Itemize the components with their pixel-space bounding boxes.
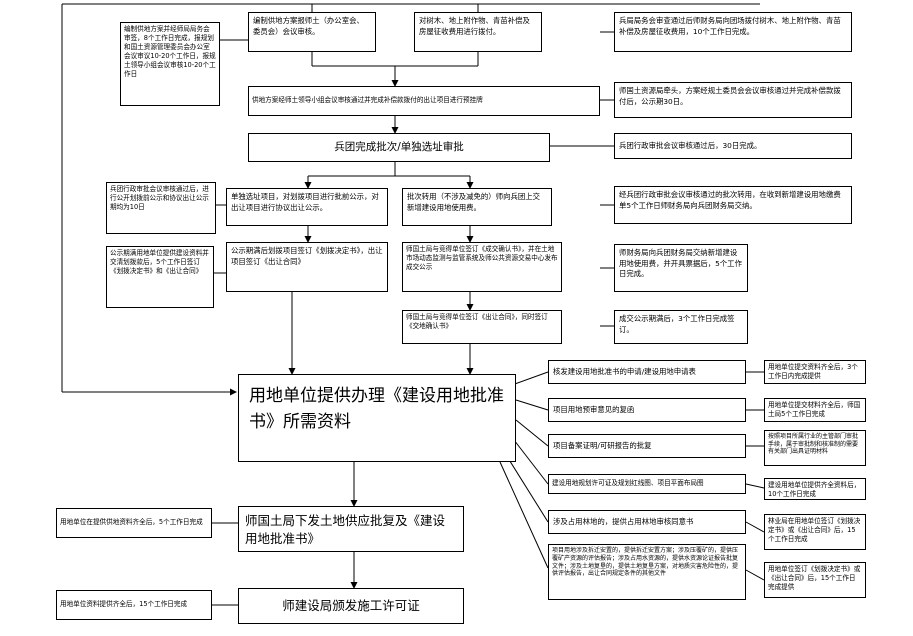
fee-note: 经兵团行政审批会议审核通过的批次转用，在收到新增建设用地缴费单5个工作日师财务局… <box>614 186 852 224</box>
signed-decision-box: 公示期满后划拨项目签订《划拨决定书》，出让项目签订《出让合同》 <box>226 242 388 292</box>
result-note-6: 用地单位签订《划拨决定书》或《出让合同》后，15个工作日完成提供 <box>764 562 866 598</box>
approval-box: 兵团完成批次/单独选址审批 <box>248 133 550 162</box>
sign-note: 公示期满用地单位提供建设资料并交清划拨款后，5个工作日签订《划拨决定书》和《出让… <box>106 246 214 308</box>
sign-contract-box: 师国土局与竞得单位签订《出让合同》，同时签订《交地确认书》 <box>402 310 562 344</box>
permit-note: 用地单位资料提供齐全后，15个工作日完成 <box>56 590 212 620</box>
material-item-1: 核发建设用地批准书的申请/建设用地申请表 <box>548 360 746 384</box>
result-note-2: 用地单位提交材料齐全后，师国土局5个工作日完成 <box>764 398 866 422</box>
approval-note: 兵团行政审批会议审核通过后，30日完成。 <box>614 133 852 159</box>
material-item-3: 项目备案证明/可研报告的批复 <box>548 434 746 458</box>
single-site-box: 单独选址项目，对划拨项目进行批前公示，对出让项目进行协议出让公示。 <box>226 188 388 226</box>
compensation-box: 对树木、地上附作物、青苗补偿及房屋征收费用进行拨付。 <box>414 12 542 52</box>
material-item-6: 项目用地涉及拆迁安置的，提供拆迁安置方案；涉及压覆矿的，提供压覆矿产资源的评估报… <box>548 544 746 600</box>
compensation-note: 兵局局务会审查通过后师财务局向团场拨付树木、地上附作物、青苗补偿及房屋征收费用，… <box>614 12 852 52</box>
issue-reply-box: 师国土局下发土地供应批复及《建设用地批准书》 <box>238 506 464 552</box>
finance-note: 师财务局向兵团财务局交纳新增建设用地使用费，并开具票据后，5个工作日完成。 <box>614 244 748 292</box>
bid-note: 成交公示期满后，3个工作日完成签订。 <box>614 310 748 344</box>
material-item-2: 项目用地预审意见的复函 <box>548 398 746 422</box>
land-resources-note: 师国土资源局牵头，方案经规土委员会会议审核通过并完成补偿款拨付后，公示期30日。 <box>614 82 852 118</box>
result-note-3: 按照项目所属行业的主管部门审批手续，属于审批制和核准制的需要有关部门出具证明材料 <box>764 430 866 466</box>
result-note-1: 用地单位提交资料齐全后，3个工作日内完成提供 <box>764 360 866 384</box>
result-note-4: 建设用地单位提供齐全资料后，10个工作日完成 <box>764 478 866 500</box>
supply-note: 用地单位在提供供地资料齐全后，5个工作日完成 <box>56 508 212 538</box>
pre-listing-box: 供地方案经师土领导小组会议审核通过并完成补偿款拨付的出让项目进行预挂牌 <box>248 86 600 116</box>
publicity-note: 兵团行政审批会议审核通过后，进行公开划拨前公示和协议出让公示期均为10日 <box>106 182 216 234</box>
result-note-5: 林业局在用地单位签订《划拨决定书》或《出让合同》后，15个工作日完成 <box>764 514 866 550</box>
construction-permit-box: 师建设局颁发施工许可证 <box>238 588 464 624</box>
submit-materials-box: 用地单位提供办理《建设用地批准书》所需资料 <box>238 374 516 462</box>
committee-note: 编制供地方案并经师局局务会审签，8个工作日完成，报规划和国土资源管理委员会办公室… <box>120 22 220 106</box>
material-item-5: 涉及占用林地的，提供占用林地审核同意书 <box>548 510 746 534</box>
material-item-4: 建设用地规划许可证及规划红线图、项目平面布局图 <box>548 474 746 494</box>
compile-plan-box: 编制供地方案报师土（办公室会、委员会）会议审核。 <box>248 12 376 52</box>
batch-transfer-box: 批次转用（不涉及减免的）师向兵团上交新增建设用地使用费。 <box>402 188 552 226</box>
bid-confirm-box: 师国土局与竞得单位签订《成交确认书》，并在土地市场动态监测与监管系统及师公共资源… <box>402 242 562 292</box>
